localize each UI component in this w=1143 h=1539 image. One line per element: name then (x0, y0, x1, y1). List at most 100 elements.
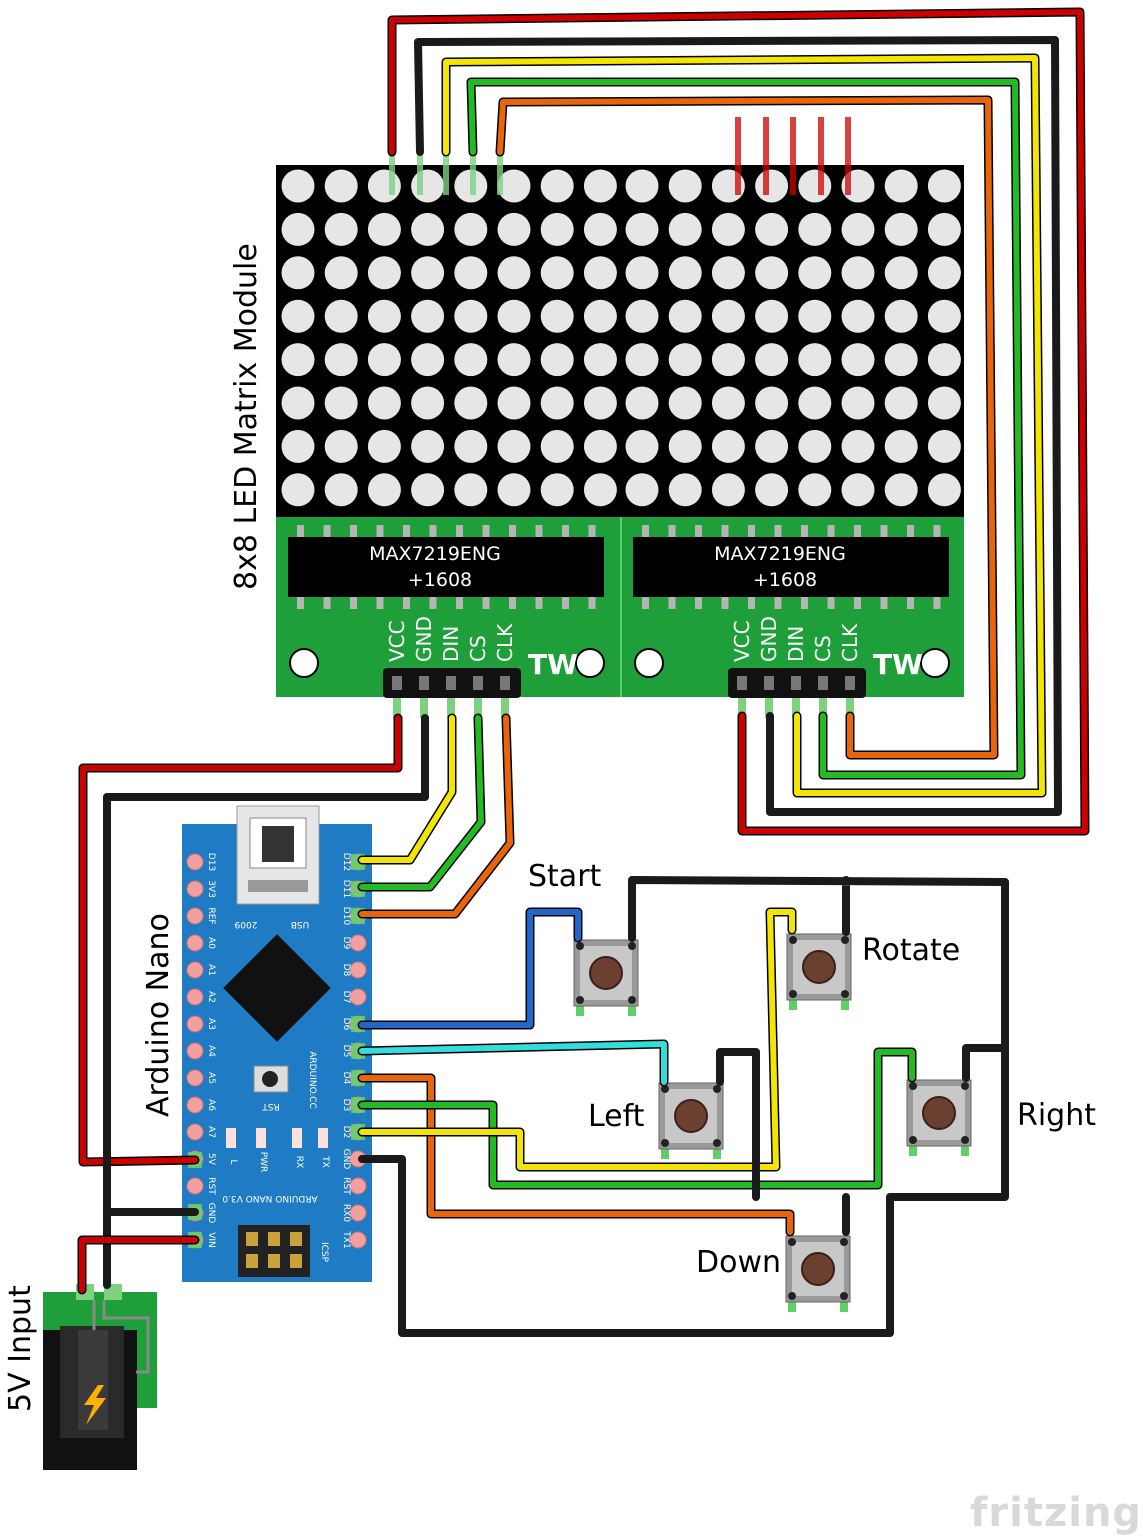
led-dot (668, 299, 702, 333)
led-dot (711, 473, 745, 507)
led-dot (884, 429, 918, 463)
left-button[interactable] (658, 1082, 724, 1159)
nano-pin-left (186, 1042, 204, 1060)
nano-led-label: TX (320, 1155, 330, 1168)
led-dot (583, 212, 617, 246)
led-dot (583, 256, 617, 290)
led-dot (367, 212, 401, 246)
left-label: Left (588, 1099, 645, 1134)
nano-pin-label-left: VIN (206, 1232, 216, 1248)
led-dot (411, 299, 445, 333)
chip-code-left: +1608 (408, 569, 472, 591)
nano-icsp-label: ICSP (319, 1242, 329, 1263)
nano-pin-label-left: GND (206, 1203, 216, 1224)
led-dot (625, 299, 659, 333)
led-dot (367, 256, 401, 290)
nano-pin-left (186, 1177, 204, 1195)
rotate-button[interactable] (786, 933, 852, 1010)
nano-pin-right (349, 988, 367, 1006)
led-dot (583, 473, 617, 507)
nano-pin-label-left: A0 (206, 937, 216, 949)
start-button[interactable] (573, 939, 639, 1016)
nano-pin-label-left: REF (206, 907, 216, 924)
nano-pin-right (349, 1204, 367, 1222)
led-dot (927, 473, 961, 507)
led-dot (927, 343, 961, 377)
led-dot (755, 212, 789, 246)
nano-pin-label-right: D10 (341, 907, 351, 926)
nano-pin-left (186, 988, 204, 1006)
led-dot (411, 386, 445, 420)
wire-left-d5 (359, 1041, 667, 1085)
led-dot (540, 343, 574, 377)
led-dot (454, 386, 488, 420)
led-dot (540, 299, 574, 333)
led-dot (668, 473, 702, 507)
led-dot (755, 343, 789, 377)
nano-pin-label-left: A5 (206, 1072, 216, 1084)
nano-pin-left (186, 907, 204, 925)
led-dot (755, 386, 789, 420)
led-dot (668, 429, 702, 463)
led-dot (497, 212, 531, 246)
led-dot (497, 343, 531, 377)
chip-name-left: MAX7219ENG (369, 543, 501, 565)
wire-gnd-loop (414, 36, 1062, 816)
nano-led-label: L (228, 1159, 238, 1164)
led-dot (711, 256, 745, 290)
led-dot (841, 256, 875, 290)
nano-pin-label-right: D11 (341, 880, 351, 898)
led-dot (884, 473, 918, 507)
tw-logo-right: TW (873, 648, 923, 681)
nano-pin-label-right: D8 (341, 964, 351, 977)
led-dot (540, 386, 574, 420)
wires (77, 7, 1090, 1337)
nano-pin-label-right: D3 (341, 1099, 351, 1112)
led-dot (411, 212, 445, 246)
dc-power-jack (43, 1284, 157, 1470)
led-dot (497, 299, 531, 333)
led-dot (367, 299, 401, 333)
led-dot (454, 429, 488, 463)
nano-pin-label-right: D5 (341, 1045, 351, 1058)
nano-pin-right (349, 934, 367, 952)
led-dot (841, 473, 875, 507)
led-dot (281, 429, 315, 463)
led-dot (324, 299, 358, 333)
led-dot (927, 212, 961, 246)
led-dot (798, 212, 832, 246)
led-dot (324, 169, 358, 203)
right-button[interactable] (906, 1079, 972, 1156)
led-dot (281, 256, 315, 290)
led-dot (711, 343, 745, 377)
led-dot (454, 256, 488, 290)
tw-logo-left: TW (528, 648, 578, 681)
led-dot (367, 473, 401, 507)
led-dot (841, 429, 875, 463)
matrix-top-pins (735, 117, 851, 195)
nano-pin-left (186, 1096, 204, 1114)
nano-pin-label-left: A2 (206, 991, 216, 1003)
led-dot (927, 299, 961, 333)
led-dot (281, 473, 315, 507)
led-dot (798, 473, 832, 507)
led-dot (367, 429, 401, 463)
power-bolt-icon (84, 1385, 106, 1425)
matrix-pin-label: DIN (784, 626, 808, 662)
led-dot (540, 429, 574, 463)
led-dot (411, 256, 445, 290)
led-dot (324, 473, 358, 507)
wire-gnd-main (103, 714, 429, 1289)
nano-pin-label-right: D2 (341, 1126, 351, 1139)
led-dot (841, 343, 875, 377)
led-dot (668, 343, 702, 377)
led-dot (755, 256, 789, 290)
down-button[interactable] (785, 1235, 851, 1312)
chip-name-right: MAX7219ENG (714, 543, 846, 565)
wire-vin (79, 1237, 198, 1293)
wire-clk-loop (497, 97, 997, 758)
led-dot (454, 343, 488, 377)
led-dot (281, 386, 315, 420)
led-dot (454, 473, 488, 507)
